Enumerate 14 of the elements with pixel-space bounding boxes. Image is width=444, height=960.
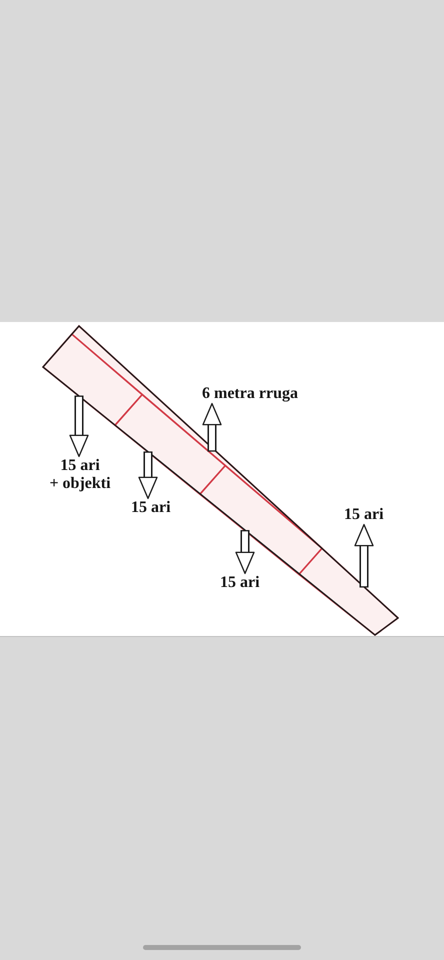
plot-section: [199, 464, 323, 576]
area-label: 15 ari: [220, 574, 260, 592]
arrow: [138, 451, 158, 500]
arrow: [202, 402, 222, 452]
area-label: 15 ari: [344, 506, 384, 524]
road-label: 6 metra rruga: [202, 385, 298, 403]
arrow: [354, 524, 374, 588]
arrow: [69, 396, 89, 458]
plot-section: [298, 548, 399, 636]
arrow: [235, 530, 255, 574]
plot-section: [42, 333, 143, 426]
area-label: 15 ari: [131, 499, 171, 517]
area-label: 15 ari + objekti: [48, 457, 112, 493]
land-parcel: [42, 324, 400, 636]
